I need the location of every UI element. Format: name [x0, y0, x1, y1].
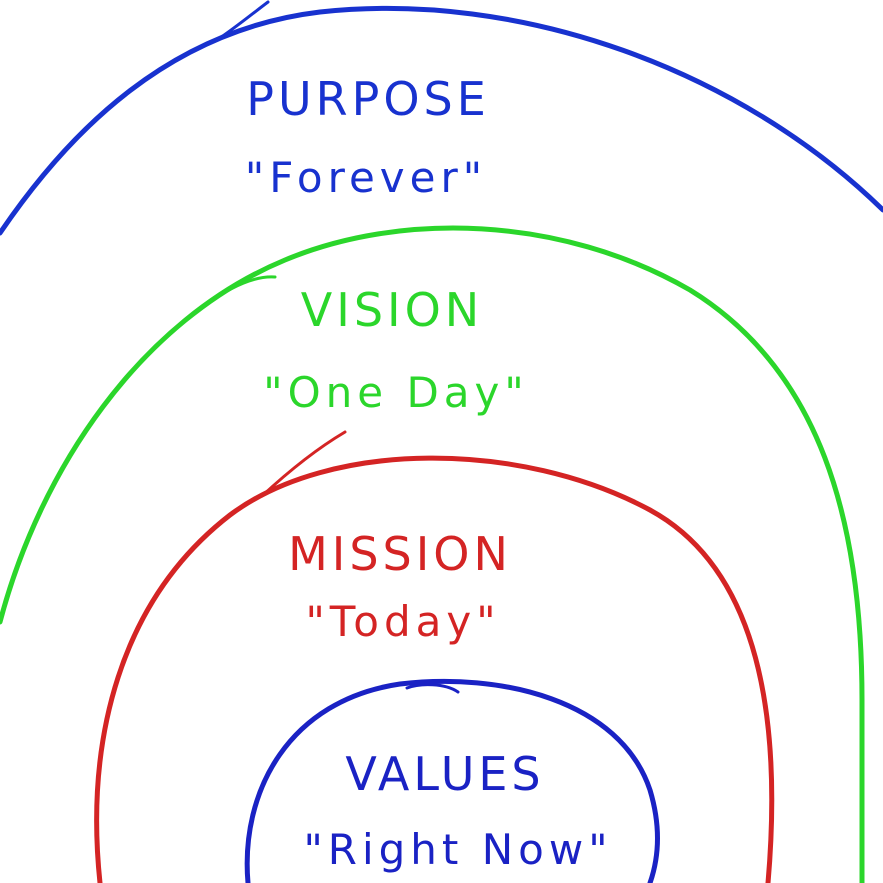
purpose-title: PURPOSE	[246, 72, 490, 126]
vision-title: VISION	[301, 283, 483, 337]
values-ring: VALUES "Right Now"	[244, 678, 660, 883]
mission-subtitle: "Today"	[305, 597, 500, 646]
vision-ring: VISION "One Day"	[0, 225, 865, 883]
vision-ring-outline	[0, 225, 865, 883]
mission-title: MISSION	[288, 527, 512, 581]
values-subtitle: "Right Now"	[303, 825, 612, 874]
purpose-ring: PURPOSE "Forever"	[0, 0, 883, 236]
vision-subtitle: "One Day"	[263, 368, 528, 417]
mission-ring: MISSION "Today"	[94, 430, 775, 883]
mission-ring-tail	[260, 430, 347, 498]
values-ring-tail	[405, 683, 460, 694]
values-title: VALUES	[345, 747, 544, 801]
purpose-subtitle: "Forever"	[245, 153, 487, 202]
purpose-ring-outline	[0, 5, 883, 236]
values-ring-outline	[244, 678, 660, 883]
purpose-ring-tail	[215, 0, 270, 42]
mission-ring-outline	[94, 455, 775, 883]
vision-ring-tail	[180, 275, 277, 324]
